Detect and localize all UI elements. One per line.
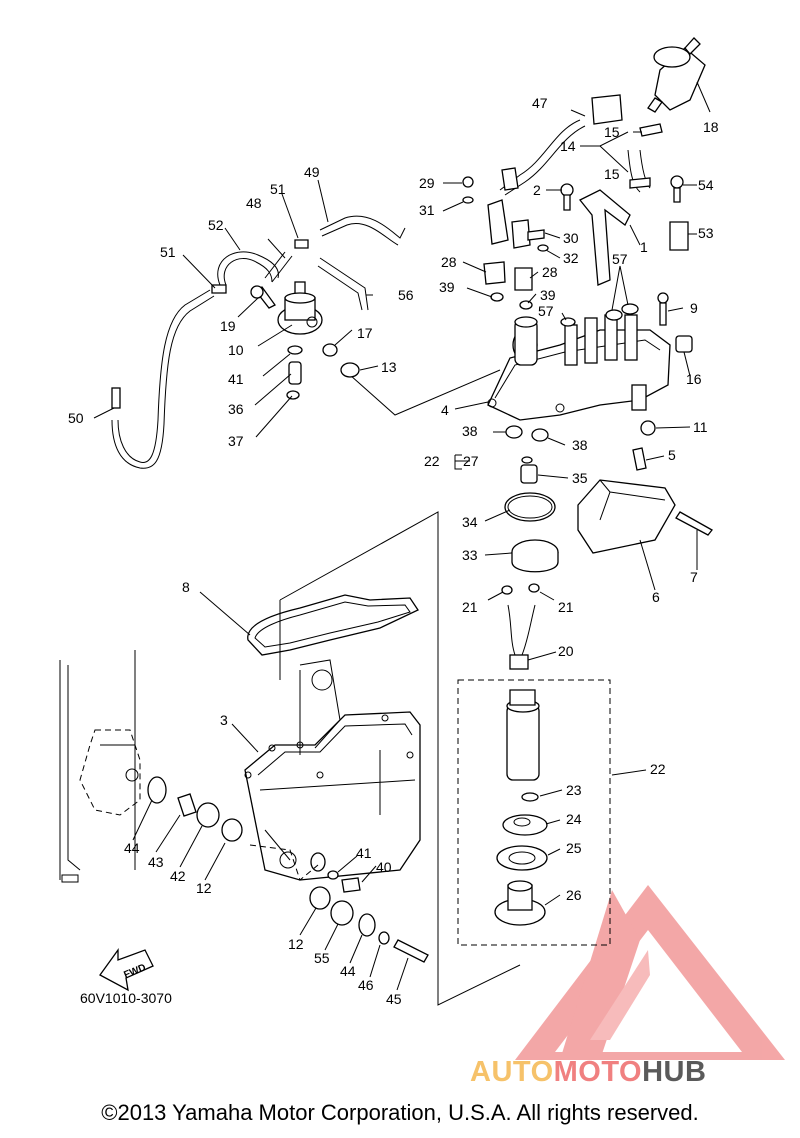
fuel-pump: [494, 689, 548, 926]
callout-45: 45: [386, 991, 402, 1007]
callout-28a: 28: [441, 254, 457, 270]
gasket: [247, 594, 419, 656]
callout-49: 49: [304, 164, 320, 180]
callout-43: 43: [148, 854, 164, 870]
oring-37: [286, 390, 300, 400]
callout-57b: 57: [538, 303, 554, 319]
callout-38b: 38: [572, 437, 588, 453]
callout-25: 25: [566, 840, 582, 856]
callout-9: 9: [690, 300, 698, 316]
fuel-pump-assembly-box: [457, 679, 611, 946]
callout-15a: 15: [604, 124, 620, 140]
callout-16: 16: [686, 371, 702, 387]
callout-21a: 21: [462, 599, 478, 615]
callout-7: 7: [690, 569, 698, 585]
callout-5: 5: [668, 447, 676, 463]
callout-32: 32: [563, 250, 579, 266]
callout-41b: 41: [356, 845, 372, 861]
pressure-regulator: [277, 281, 323, 335]
callout-27: 27: [463, 453, 479, 469]
callout-20: 20: [558, 643, 574, 659]
callout-31: 31: [419, 202, 435, 218]
callout-18: 18: [703, 119, 719, 135]
callout-17: 17: [357, 325, 373, 341]
fitting-36: [288, 361, 302, 385]
callout-8: 8: [182, 579, 190, 595]
leader-lines: [93, 81, 711, 991]
callout-24: 24: [566, 811, 582, 827]
engine-outline: [59, 650, 141, 883]
callout-57a: 57: [612, 251, 628, 267]
callout-19: 19: [220, 318, 236, 334]
callout-51a: 51: [270, 181, 286, 197]
watermark-logo: [515, 885, 785, 1060]
callout-23: 23: [566, 782, 582, 798]
callout-22b: 22: [650, 761, 666, 777]
callout-12a: 12: [196, 880, 212, 896]
watermark-part-moto: MOTO: [553, 1056, 643, 1088]
watermark-part-auto: AUTO: [470, 1056, 554, 1088]
callout-1: 1: [640, 239, 648, 255]
callout-28b: 28: [542, 264, 558, 280]
callout-14: 14: [560, 138, 576, 154]
washer-41: [287, 345, 303, 355]
callout-10: 10: [228, 342, 244, 358]
cover-assembly: [487, 314, 671, 421]
callout-33: 33: [462, 547, 478, 563]
callout-labels: 1 2 3 4 5 6 7 8 9 10 11 12 12 13 14 15 1…: [68, 95, 719, 1007]
callout-37: 37: [228, 433, 244, 449]
callout-52: 52: [208, 217, 224, 233]
callout-36: 36: [228, 401, 244, 417]
callout-26: 26: [566, 887, 582, 903]
fuel-filter: [647, 37, 706, 113]
callout-54: 54: [698, 177, 714, 193]
callout-44b: 44: [340, 963, 356, 979]
part-code: 60V1010-3070: [80, 990, 172, 1006]
callout-42: 42: [170, 868, 186, 884]
callout-53: 53: [698, 225, 714, 241]
callout-34: 34: [462, 514, 478, 530]
callout-2: 2: [533, 182, 541, 198]
callout-15b: 15: [604, 166, 620, 182]
callout-51b: 51: [160, 244, 176, 260]
callout-55: 55: [314, 950, 330, 966]
callout-50: 50: [68, 410, 84, 426]
callout-56: 56: [398, 287, 414, 303]
callout-6: 6: [652, 589, 660, 605]
callout-39b: 39: [540, 287, 556, 303]
callout-3: 3: [220, 712, 228, 728]
callout-30: 30: [563, 230, 579, 246]
assembly-frame-line: [279, 511, 521, 1006]
fwd-arrow: FWD: [99, 947, 154, 992]
copyright-notice: ©2013 Yamaha Motor Corporation, U.S.A. A…: [101, 1100, 699, 1125]
watermark-part-hub: HUB: [642, 1056, 707, 1088]
drain-parts: [147, 776, 429, 963]
vapor-separator-body: [244, 659, 421, 881]
callout-41a: 41: [228, 371, 244, 387]
callout-40: 40: [376, 859, 392, 875]
callout-48: 48: [246, 195, 262, 211]
callout-12b: 12: [288, 936, 304, 952]
callout-38a: 38: [462, 423, 478, 439]
callout-44a: 44: [124, 840, 140, 856]
callout-4: 4: [441, 402, 449, 418]
callout-11: 11: [693, 419, 708, 435]
callout-21b: 21: [558, 599, 574, 615]
callout-29: 29: [419, 175, 435, 191]
callout-13: 13: [381, 359, 397, 375]
callout-39a: 39: [439, 279, 455, 295]
watermark-wordmark: AUTOMOTOHUB: [470, 1056, 706, 1089]
hoses: [111, 215, 406, 469]
callout-47: 47: [532, 95, 548, 111]
callout-46: 46: [358, 977, 374, 993]
callout-35: 35: [572, 470, 588, 486]
callout-22a: 22: [424, 453, 440, 469]
